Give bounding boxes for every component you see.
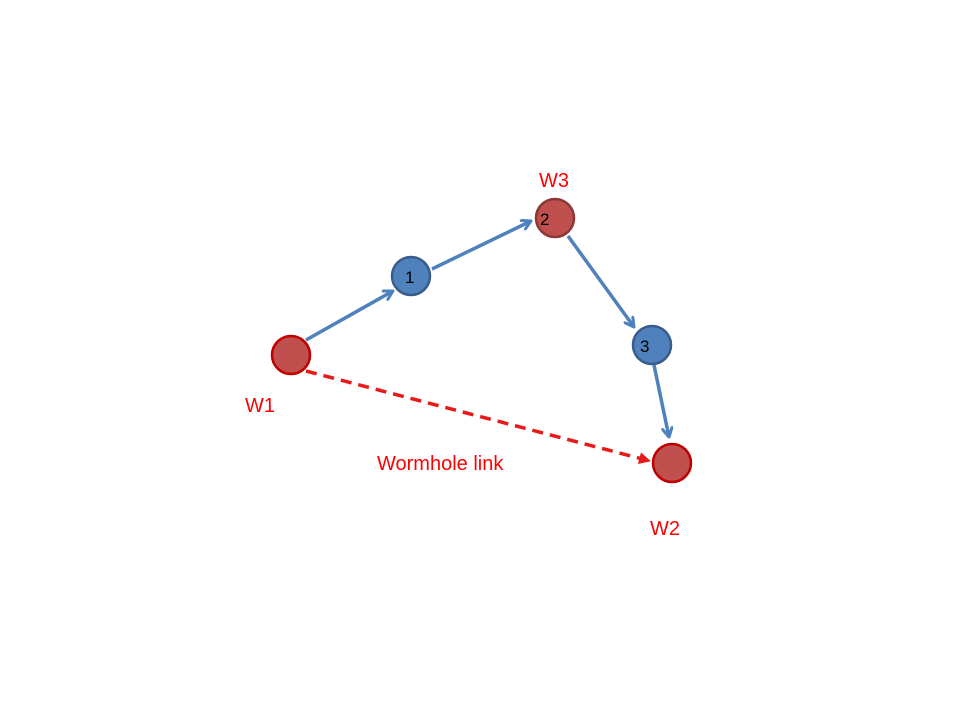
link-w1-to-1 xyxy=(305,289,393,342)
node-3 xyxy=(631,324,673,366)
node-w1 xyxy=(270,334,312,376)
label-w3: W3 xyxy=(539,170,569,192)
node-w3 xyxy=(534,197,576,239)
link-w3-to-3 xyxy=(566,234,634,327)
wormhole-link-line xyxy=(305,369,651,465)
label-w2: W2 xyxy=(650,518,680,540)
node-1-number: 1 xyxy=(405,268,414,287)
link-1-to-w3 xyxy=(431,221,531,271)
node-w3-number: 2 xyxy=(540,210,549,229)
node-1 xyxy=(390,255,432,297)
node-3-number: 3 xyxy=(640,337,649,356)
label-w1: W1 xyxy=(245,395,275,417)
wormhole-link-label: Wormhole link xyxy=(377,453,504,475)
node-w2 xyxy=(651,442,693,484)
link-3-to-w2 xyxy=(652,364,669,437)
